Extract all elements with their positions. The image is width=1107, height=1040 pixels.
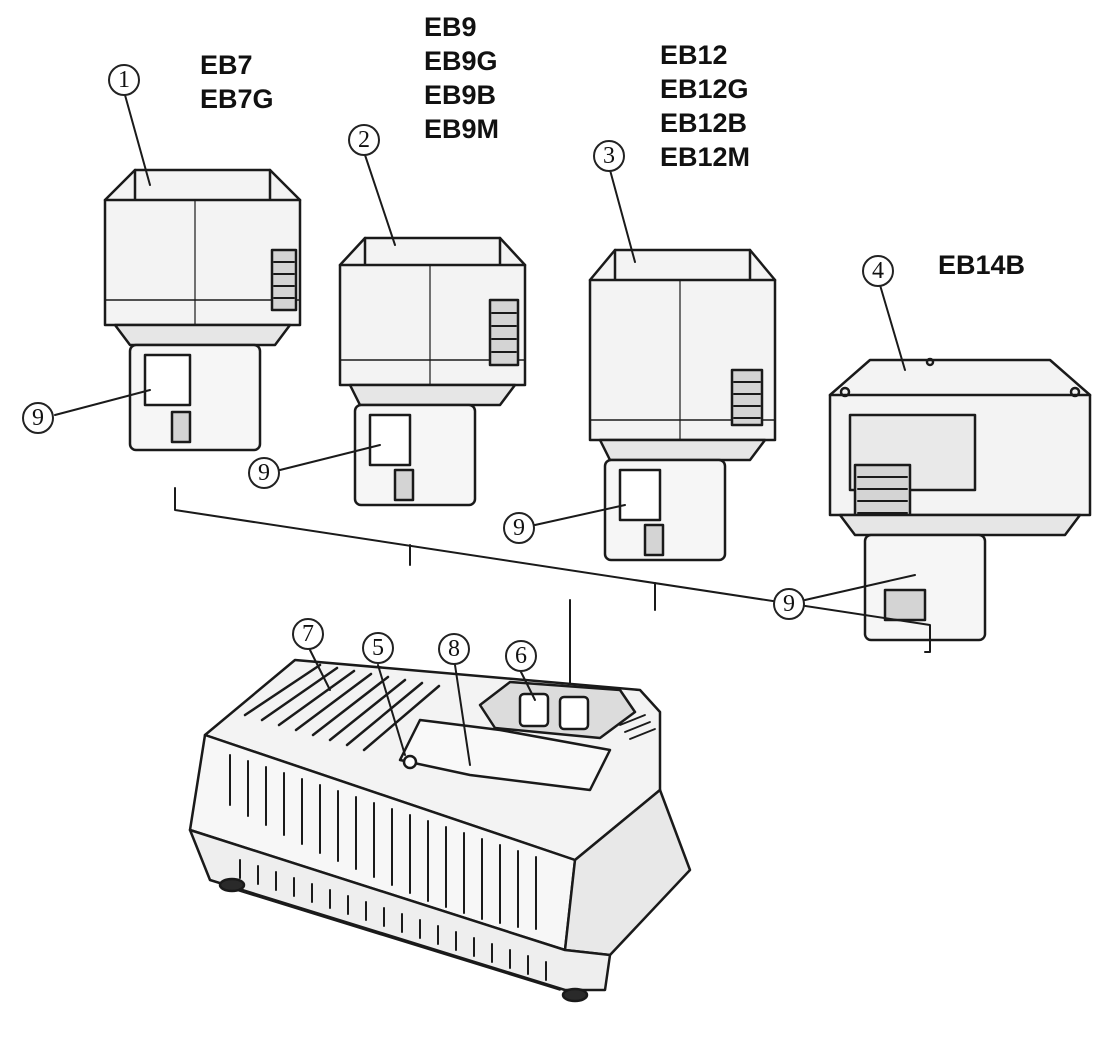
model-label: EB7G	[200, 84, 274, 114]
callout-terminal-battery-2: 9	[248, 457, 280, 489]
model-list-battery-1: EB7 EB7G	[200, 48, 274, 116]
model-label: EB12B	[660, 108, 748, 138]
battery-eb14b	[828, 357, 1092, 642]
leader-lines	[54, 94, 916, 766]
model-label: EB12M	[660, 142, 751, 172]
callout-terminal-battery-4: 9	[773, 588, 805, 620]
callout-label: 8	[438, 633, 470, 665]
callout-battery-4: 4	[862, 255, 894, 287]
battery-eb9	[338, 236, 527, 507]
model-label: EB12	[660, 40, 728, 70]
model-list-battery-4: EB14B	[938, 248, 1025, 282]
model-label: EB9G	[424, 46, 498, 76]
callout-terminal-battery-3: 9	[503, 512, 535, 544]
model-label: EB9B	[424, 80, 497, 110]
model-label: EB9	[424, 12, 477, 42]
callout-vent: 7	[292, 618, 324, 650]
callout-socket: 6	[505, 640, 537, 672]
callout-battery-3: 3	[593, 140, 625, 172]
model-label: EB14B	[938, 250, 1026, 280]
charger	[188, 658, 692, 1003]
callout-terminal-battery-1: 9	[22, 402, 54, 434]
battery-eb7	[103, 168, 302, 452]
callout-battery-2: 2	[348, 124, 380, 156]
model-list-battery-2: EB9 EB9G EB9B EB9M	[424, 10, 499, 146]
callout-battery-1: 1	[108, 64, 140, 96]
model-label: EB9M	[424, 114, 500, 144]
callout-led: 5	[362, 632, 394, 664]
model-label: EB12G	[660, 74, 749, 104]
model-label: EB7	[200, 50, 253, 80]
battery-eb12	[588, 248, 777, 562]
model-list-battery-3: EB12 EB12G EB12B EB12M	[660, 38, 750, 174]
